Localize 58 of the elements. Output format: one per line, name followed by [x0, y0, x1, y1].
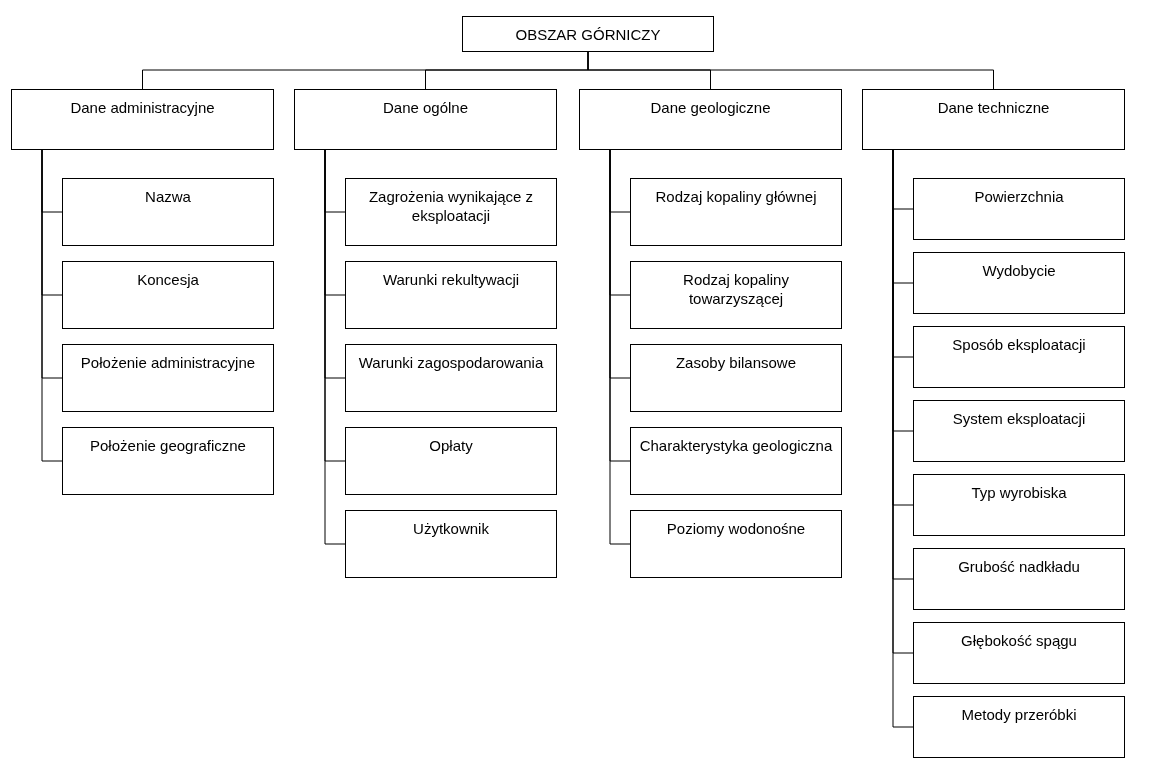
box-label: Dane techniczne — [936, 98, 1051, 117]
box-label: Dane administracyjne — [69, 98, 216, 117]
box-label: System eksploatacji — [951, 409, 1087, 428]
box-label: Głębokość spągu — [960, 631, 1078, 650]
box-label: Powierzchnia — [973, 187, 1065, 206]
connector-line — [609, 149, 631, 545]
connector-line — [587, 51, 994, 90]
item-box — [630, 510, 842, 578]
item-box — [62, 344, 274, 412]
root-box — [462, 16, 714, 52]
box-label: Rodzaj kopaliny towarzyszącej — [682, 270, 790, 308]
item-box — [345, 344, 557, 412]
box-label: Dane ogólne — [381, 98, 470, 117]
item-box — [345, 510, 557, 578]
item-box — [62, 178, 274, 246]
box-label: Warunki zagospodarowania — [357, 353, 545, 372]
item-box — [913, 474, 1125, 536]
item-box — [62, 261, 274, 329]
box-label: Metody przeróbki — [960, 705, 1078, 724]
box-label: Koncesja — [136, 270, 200, 289]
item-box — [630, 178, 842, 246]
box-label: Położenie geograficzne — [89, 436, 247, 455]
item-box — [913, 252, 1125, 314]
item-box — [913, 622, 1125, 684]
item-box — [913, 400, 1125, 462]
item-box — [345, 178, 557, 246]
box-label: Wydobycie — [981, 261, 1057, 280]
box-label: Grubość nadkładu — [957, 557, 1081, 576]
item-box — [913, 548, 1125, 610]
category-box — [579, 89, 842, 150]
item-box — [913, 696, 1125, 758]
category-box — [862, 89, 1125, 150]
box-label: Zasoby bilansowe — [674, 353, 798, 372]
box-label: Opłaty — [428, 436, 474, 455]
box-label: OBSZAR GÓRNICZY — [514, 24, 662, 44]
item-box — [630, 261, 842, 329]
box-label: Położenie administracyjne — [79, 353, 257, 372]
connector-line — [324, 149, 346, 545]
box-label: Sposób eksploatacji — [951, 335, 1087, 354]
box-label: Charakterystyka geologiczna — [638, 436, 834, 455]
connector-line — [41, 149, 63, 462]
item-box — [913, 326, 1125, 388]
box-label: Nazwa — [144, 187, 192, 206]
box-label: Zagrożenia wynikające z eksploatacji — [367, 187, 535, 225]
box-label: Poziomy wodonośne — [665, 519, 807, 538]
item-box — [630, 427, 842, 495]
item-box — [345, 427, 557, 495]
category-box — [294, 89, 557, 150]
box-label: Warunki rekultywacji — [381, 270, 521, 289]
item-box — [345, 261, 557, 329]
category-box — [11, 89, 274, 150]
item-box — [913, 178, 1125, 240]
box-label: Typ wyrobiska — [970, 483, 1068, 502]
item-box — [62, 427, 274, 495]
item-box — [630, 344, 842, 412]
box-label: Użytkownik — [412, 519, 490, 538]
box-label: Dane geologiczne — [649, 98, 772, 117]
box-label: Rodzaj kopaliny głównej — [654, 187, 818, 206]
